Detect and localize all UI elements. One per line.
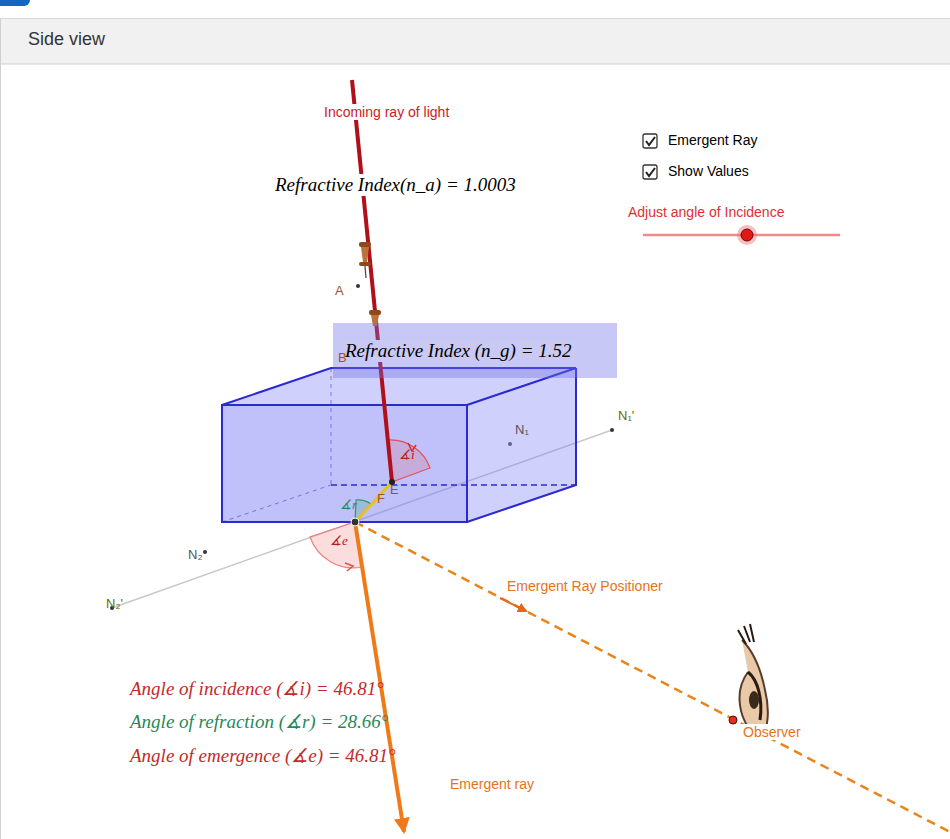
point-label: N₁ [513, 423, 531, 438]
ray-label: Emergent ray [448, 776, 536, 792]
point-label: N₁' [616, 409, 636, 424]
observer-point [729, 716, 737, 724]
refracted-ray [355, 482, 392, 522]
point-label: F [375, 492, 387, 507]
point [203, 550, 207, 554]
point-a [356, 284, 360, 288]
angle-arrow [345, 563, 353, 571]
angle-label: ∡i [397, 448, 417, 463]
emergent-ray-positioner [355, 522, 950, 832]
angle-label: ∡e [328, 534, 350, 549]
observer-eye [738, 624, 768, 738]
tab-pill [0, 0, 30, 6]
header-bar [0, 18, 950, 64]
emergent-ray [355, 522, 404, 832]
checkbox-label: Emergent Ray [666, 132, 759, 148]
slider-knob-halo [737, 225, 757, 245]
angle-i-arc [388, 440, 430, 482]
point-label: B [336, 351, 349, 366]
header-border [0, 64, 950, 65]
value-readout: Angle of incidence (∡i) = 46.81° [128, 678, 386, 700]
slider-label: Adjust angle of Incidence [626, 204, 786, 220]
index-label: Refractive Index(n_a) = 1.0003 [273, 174, 518, 196]
glass-slab [222, 368, 576, 522]
value-readout: Angle of emergence (∡e) = 46.81° [128, 745, 398, 767]
panel-title: Side view [28, 29, 105, 50]
panel-border [0, 18, 1, 839]
direction-arrow [500, 598, 526, 611]
point-label: N₂ [186, 548, 204, 563]
index-label: Refractive Index (n_g) = 1.52 [343, 340, 574, 362]
value-readout: Angle of refraction (∡r) = 28.66° [128, 711, 390, 733]
checkbox [643, 165, 657, 179]
ray-label: Incoming ray of light [322, 104, 451, 120]
observer-label: Observer [741, 724, 803, 740]
point-label: A [333, 284, 346, 299]
positioner-label: Emergent Ray Positioner [505, 578, 665, 594]
slider-knob [741, 229, 753, 241]
angle-label: ∡r [338, 498, 359, 513]
exit-point [351, 518, 359, 526]
checkbox [643, 134, 657, 148]
point-label: E [388, 483, 401, 498]
checkbox-label: Show Values [666, 163, 751, 179]
point [610, 428, 614, 432]
incoming-ray [352, 80, 392, 482]
glass-index-box: Refractive Index (n_g) = 1.52 [333, 323, 617, 378]
point-label: N₂' [104, 597, 125, 612]
panel-border [0, 18, 950, 19]
pin [359, 242, 371, 278]
